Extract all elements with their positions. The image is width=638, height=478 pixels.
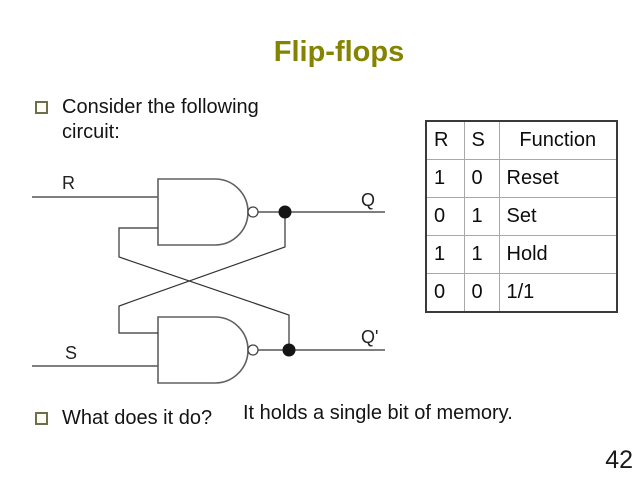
wire-feedback-q-to-bottom-gate xyxy=(118,212,286,334)
truth-table: R S Function 1 0 Reset 0 1 Set 1 1 Hold … xyxy=(425,120,618,313)
table-cell: Reset xyxy=(498,159,618,199)
table-cell: 0 xyxy=(463,159,500,199)
bullet-text-consider: Consider the following circuit: xyxy=(62,96,259,143)
truth-table-row: 0 0 1/1 xyxy=(425,272,618,313)
table-cell: 0 xyxy=(425,272,465,313)
truth-table-row: 1 1 Hold xyxy=(425,234,618,274)
bullet-item-what: What does it do? xyxy=(35,406,295,431)
nand-gate-bottom xyxy=(157,316,249,384)
bullet-square-icon xyxy=(35,412,48,425)
table-cell: 1/1 xyxy=(498,272,618,313)
inverter-bubble-top-icon xyxy=(247,206,259,218)
table-cell: 0 xyxy=(425,197,465,236)
table-cell: Hold xyxy=(498,234,618,274)
table-cell: 1 xyxy=(425,234,465,274)
s-label: S xyxy=(65,343,77,363)
truth-table-row: 1 0 Reset xyxy=(425,159,618,199)
truth-table-row: 0 1 Set xyxy=(425,197,618,236)
truth-table-header-s: S xyxy=(463,120,500,161)
slide-title: Flip-flops xyxy=(273,36,405,68)
q-not-label: Q' xyxy=(361,327,378,347)
table-cell: 1 xyxy=(463,234,500,274)
bullet-item-consider: Consider the following circuit: xyxy=(35,95,295,145)
truth-table-header-row: R S Function xyxy=(425,120,618,161)
table-cell: 1 xyxy=(463,197,500,236)
bullet-text-what: What does it do? xyxy=(62,407,213,429)
answer-text: It holds a single bit of memory. xyxy=(243,402,513,424)
nand-gate-top xyxy=(157,178,249,246)
wire-feedback-qnot-to-top-gate xyxy=(118,227,290,350)
page-number: 42 xyxy=(605,446,633,474)
junction-dot-qnot-icon xyxy=(282,343,296,357)
inverter-bubble-bottom-icon xyxy=(247,344,259,356)
table-cell: Set xyxy=(498,197,618,236)
truth-table-header-r: R xyxy=(425,120,465,161)
bullet-square-icon xyxy=(35,101,48,114)
q-label: Q xyxy=(361,190,375,210)
table-cell: 1 xyxy=(425,159,465,199)
truth-table-header-function: Function xyxy=(498,120,618,161)
junction-dot-q-icon xyxy=(278,205,292,219)
r-label: R xyxy=(62,173,75,193)
table-cell: 0 xyxy=(463,272,500,313)
